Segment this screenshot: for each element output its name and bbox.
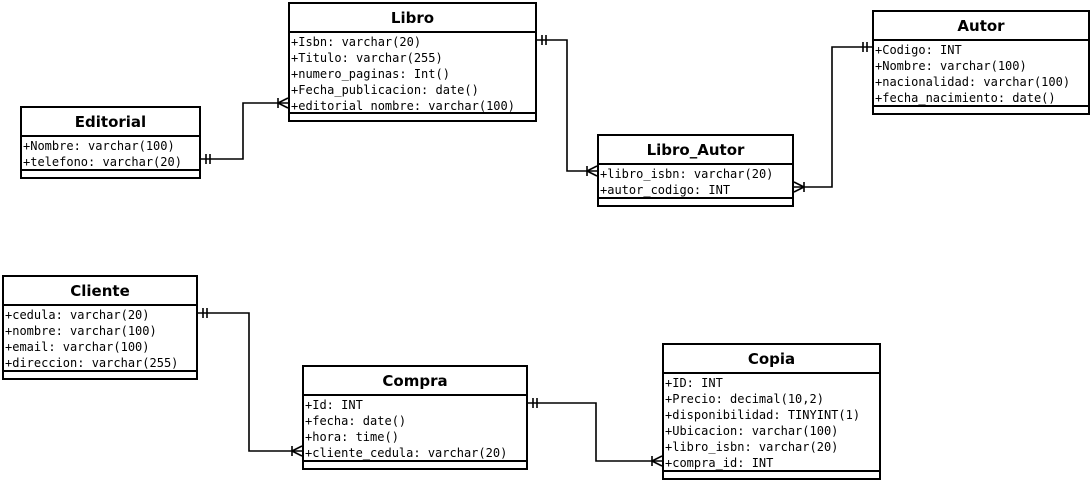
entity-title: Copia [664, 345, 879, 374]
entity-editorial[interactable]: Editorial +Nombre: varchar(100) +telefon… [20, 106, 201, 179]
entity-title: Editorial [22, 108, 199, 137]
attribute: +ID: INT [665, 376, 723, 390]
attribute: +cliente_cedula: varchar(20) [305, 446, 508, 460]
attribute: +hora: time() [305, 430, 399, 444]
attribute: +Nombre: varchar(100) [875, 59, 1027, 73]
attribute: +Isbn: varchar(20) [291, 35, 422, 49]
entity-title: Cliente [4, 277, 196, 306]
attribute: +libro_isbn: varchar(20) [665, 440, 839, 454]
attribute: +cedula: varchar(20) [5, 308, 150, 322]
attribute: +Ubicacion: varchar(100) [665, 424, 839, 438]
relationship-cliente-compra [198, 308, 303, 457]
attribute: +disponibilidad: TINYINT(1) [665, 408, 861, 422]
entity-title: Libro_Autor [599, 136, 792, 165]
attribute: +Codigo: INT [875, 43, 962, 57]
attribute: +Precio: decimal(10,2) [665, 392, 824, 406]
attribute: +direccion: varchar(255) [5, 356, 179, 370]
methods-section [874, 105, 1088, 113]
attribute: +numero_paginas: Int() [291, 67, 450, 81]
entity-title: Autor [874, 12, 1088, 41]
attribute: +nacionalidad: varchar(100) [875, 75, 1071, 89]
methods-section [22, 169, 199, 177]
attribute: +fecha_nacimiento: date() [875, 91, 1056, 105]
entity-title: Compra [304, 367, 526, 396]
methods-section [664, 470, 879, 478]
attribute: +editorial_nombre: varchar(100) [291, 99, 515, 113]
attribute: +fecha: date() [305, 414, 407, 428]
entity-cliente[interactable]: Cliente +cedula: varchar(20) +nombre: va… [2, 275, 198, 380]
entity-compra[interactable]: Compra +Id: INT +fecha: date() +hora: ti… [302, 365, 528, 470]
entity-title: Libro [290, 4, 535, 33]
attribute: +Fecha_publicacion: date() [291, 83, 479, 97]
methods-section [304, 460, 526, 468]
methods-section [599, 197, 792, 205]
relationship-editorial-libro [201, 97, 289, 164]
relationship-autor-libro-autor [793, 42, 872, 193]
relationship-compra-copia [528, 398, 663, 467]
entity-libro[interactable]: Libro +Isbn: varchar(20) +Titulo: varcha… [288, 2, 537, 122]
methods-section [4, 370, 196, 378]
attribute: +nombre: varchar(100) [5, 324, 157, 338]
attribute: +Titulo: varchar(255) [291, 51, 443, 65]
relationship-libro-libro-autor [537, 35, 598, 177]
attribute: +autor_codigo: INT [600, 183, 731, 197]
attribute: +email: varchar(100) [5, 340, 150, 354]
attribute: +libro_isbn: varchar(20) [600, 167, 774, 181]
methods-section [290, 112, 535, 120]
attribute: +Id: INT [305, 398, 363, 412]
attribute: +Nombre: varchar(100) [23, 139, 175, 153]
entity-libro-autor[interactable]: Libro_Autor +libro_isbn: varchar(20) +au… [597, 134, 794, 207]
entity-autor[interactable]: Autor +Codigo: INT +Nombre: varchar(100)… [872, 10, 1090, 115]
attribute: +compra_id: INT [665, 456, 774, 470]
attribute: +telefono: varchar(20) [23, 155, 182, 169]
entity-copia[interactable]: Copia +ID: INT +Precio: decimal(10,2) +d… [662, 343, 881, 480]
